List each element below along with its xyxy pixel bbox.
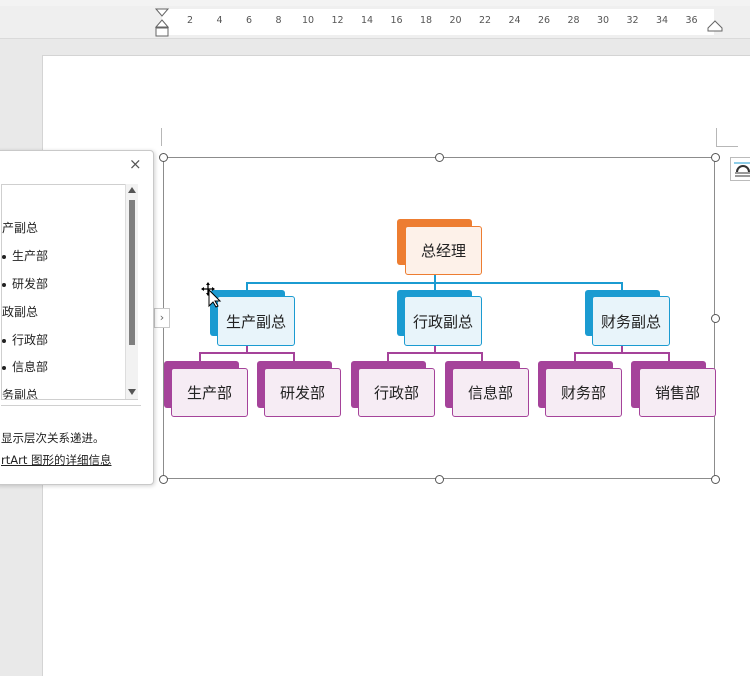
text-pane-list[interactable]: 产副总 生产部 研发部 政副总 行政部 信息部 务副总 xyxy=(1,184,138,400)
resize-handle[interactable] xyxy=(711,475,720,484)
resize-handle[interactable] xyxy=(711,314,720,323)
ruler-tick: 6 xyxy=(245,15,253,26)
ruler-tick: 36 xyxy=(685,15,698,26)
list-item[interactable]: 信息部 xyxy=(2,358,48,375)
list-item[interactable]: 生产部 xyxy=(2,247,48,264)
ruler-tick: 28 xyxy=(567,15,580,26)
margin-corner-mark xyxy=(161,128,162,146)
connector-line xyxy=(574,352,576,362)
connector-line xyxy=(387,352,389,362)
smartart-text-pane[interactable]: × 产副总 生产部 研发部 政副总 行政部 信息部 务副总 显示层次关系递进。 … xyxy=(0,150,154,485)
connector-line xyxy=(574,352,669,354)
ruler-tick: 34 xyxy=(655,15,669,26)
details-link[interactable]: rtArt 图形的详细信息 xyxy=(1,453,112,467)
bullet-icon xyxy=(2,254,6,259)
connector-line xyxy=(668,352,670,362)
connector-line xyxy=(481,352,483,362)
scroll-thumb[interactable] xyxy=(129,200,135,345)
ruler-tick: 24 xyxy=(508,15,521,26)
margin-corner-mark xyxy=(716,146,738,147)
node-label: 行政副总 xyxy=(404,296,482,346)
list-item[interactable]: 政副总 xyxy=(2,305,39,319)
text-pane-toggle-button[interactable]: › xyxy=(154,308,170,328)
connector-line xyxy=(621,344,623,353)
ruler-tick: 2 xyxy=(186,15,194,26)
node-label: 行政部 xyxy=(358,368,435,417)
ruler-tick: 4 xyxy=(216,15,223,26)
node-label: 财务部 xyxy=(545,368,622,417)
bullet-icon xyxy=(2,365,6,370)
connector-line xyxy=(621,282,623,297)
connector-line xyxy=(199,352,201,362)
bullet-icon xyxy=(2,338,6,343)
ruler-text-area xyxy=(162,9,714,35)
ruler-tick: 32 xyxy=(626,15,639,26)
description-text: 显示层次关系递进。 xyxy=(1,431,105,445)
ruler-tick: 16 xyxy=(390,15,403,26)
node-label: 总经理 xyxy=(405,226,482,275)
node-label: 生产副总 xyxy=(217,296,295,346)
close-icon[interactable]: × xyxy=(129,155,142,173)
margin-corner-mark xyxy=(716,128,739,146)
resize-handle[interactable] xyxy=(159,475,168,484)
bullet-icon xyxy=(2,282,6,287)
connector-line xyxy=(246,344,248,353)
right-indent-marker-icon[interactable] xyxy=(707,19,723,33)
connector-line xyxy=(434,344,436,353)
ruler-tick: 20 xyxy=(449,15,462,26)
ruler-tick: 18 xyxy=(419,15,433,26)
ruler-tick: 8 xyxy=(275,15,282,26)
node-label: 信息部 xyxy=(452,368,529,417)
connector-line xyxy=(434,282,436,297)
ruler-tick: 30 xyxy=(596,15,610,26)
connector-line xyxy=(246,282,248,297)
title-bar-remnant xyxy=(0,0,750,6)
ruler-tick: 10 xyxy=(301,15,315,26)
node-label: 生产部 xyxy=(171,368,248,417)
list-item[interactable]: 行政部 xyxy=(2,331,48,348)
ruler-tick: 12 xyxy=(331,15,344,26)
resize-handle[interactable] xyxy=(435,475,444,484)
list-item[interactable]: 务副总 xyxy=(2,388,39,400)
text-pane-scrollbar[interactable] xyxy=(125,184,138,399)
layout-options-icon xyxy=(734,162,750,177)
resize-handle[interactable] xyxy=(159,153,168,162)
node-label: 财务副总 xyxy=(592,296,670,346)
move-cursor-icon xyxy=(201,282,222,308)
scroll-up-icon[interactable] xyxy=(128,187,136,193)
layout-options-button[interactable] xyxy=(730,157,750,181)
connector-line xyxy=(387,352,482,354)
node-label: 研发部 xyxy=(264,368,341,417)
horizontal-ruler[interactable]: 2 4 6 8 10 12 14 16 18 20 22 24 26 28 30… xyxy=(0,6,750,39)
indent-marker-icon[interactable] xyxy=(155,8,169,38)
layout-description: 显示层次关系递进。 rtArt 图形的详细信息 xyxy=(1,405,141,476)
connector-line xyxy=(293,352,295,362)
ruler-tick: 22 xyxy=(478,15,492,26)
resize-handle[interactable] xyxy=(711,153,720,162)
ruler-tick: 26 xyxy=(537,15,551,26)
connector-line xyxy=(199,352,294,354)
connector-line xyxy=(434,275,436,283)
scroll-down-icon[interactable] xyxy=(128,389,136,395)
node-label: 销售部 xyxy=(639,368,716,417)
list-item[interactable]: 产副总 xyxy=(2,221,39,235)
ruler-tick: 14 xyxy=(360,15,374,26)
list-item[interactable]: 研发部 xyxy=(2,275,48,292)
resize-handle[interactable] xyxy=(435,153,444,162)
